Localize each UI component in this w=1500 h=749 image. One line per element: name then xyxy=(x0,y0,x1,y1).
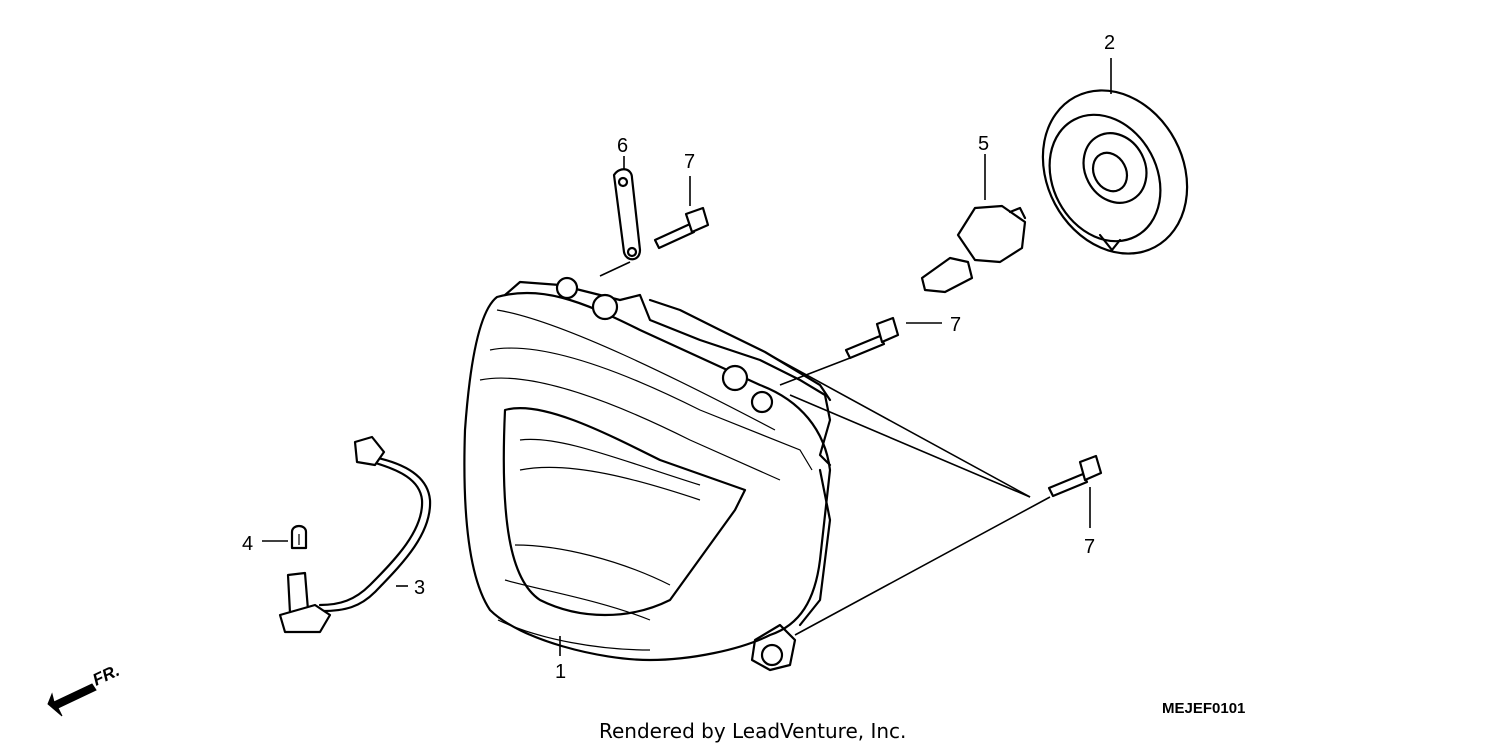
bolt-middle[interactable] xyxy=(844,316,900,360)
leader-lines xyxy=(262,58,1112,656)
callout-position-bulb: 4 xyxy=(242,533,253,555)
callout-socket-cover: 2 xyxy=(1104,32,1115,54)
sub-harness[interactable] xyxy=(278,435,432,634)
position-bulb[interactable] xyxy=(290,524,308,550)
headlight-unit[interactable] xyxy=(463,276,832,672)
stay-bracket[interactable] xyxy=(612,168,642,261)
callout-sub-harness: 3 xyxy=(414,577,425,599)
diagram-code: MEJEF0101 xyxy=(1162,700,1245,717)
render-credit: Rendered by LeadVenture, Inc. xyxy=(599,719,906,743)
callout-headlight-bulb: 5 xyxy=(978,133,989,155)
socket-cover[interactable] xyxy=(1015,65,1215,279)
callout-bolt-middle: 7 xyxy=(950,314,961,336)
callout-bolt-right: 7 xyxy=(1084,536,1095,558)
callout-headlight: 1 xyxy=(555,661,566,683)
headlight-bulb[interactable] xyxy=(920,204,1027,294)
callout-bolt-top: 7 xyxy=(684,151,695,173)
bolt-right[interactable] xyxy=(1047,454,1103,498)
front-arrow-icon xyxy=(47,683,97,717)
front-label: FR. xyxy=(90,661,123,690)
bolt-top[interactable] xyxy=(653,206,710,250)
callout-stay: 6 xyxy=(617,135,628,157)
